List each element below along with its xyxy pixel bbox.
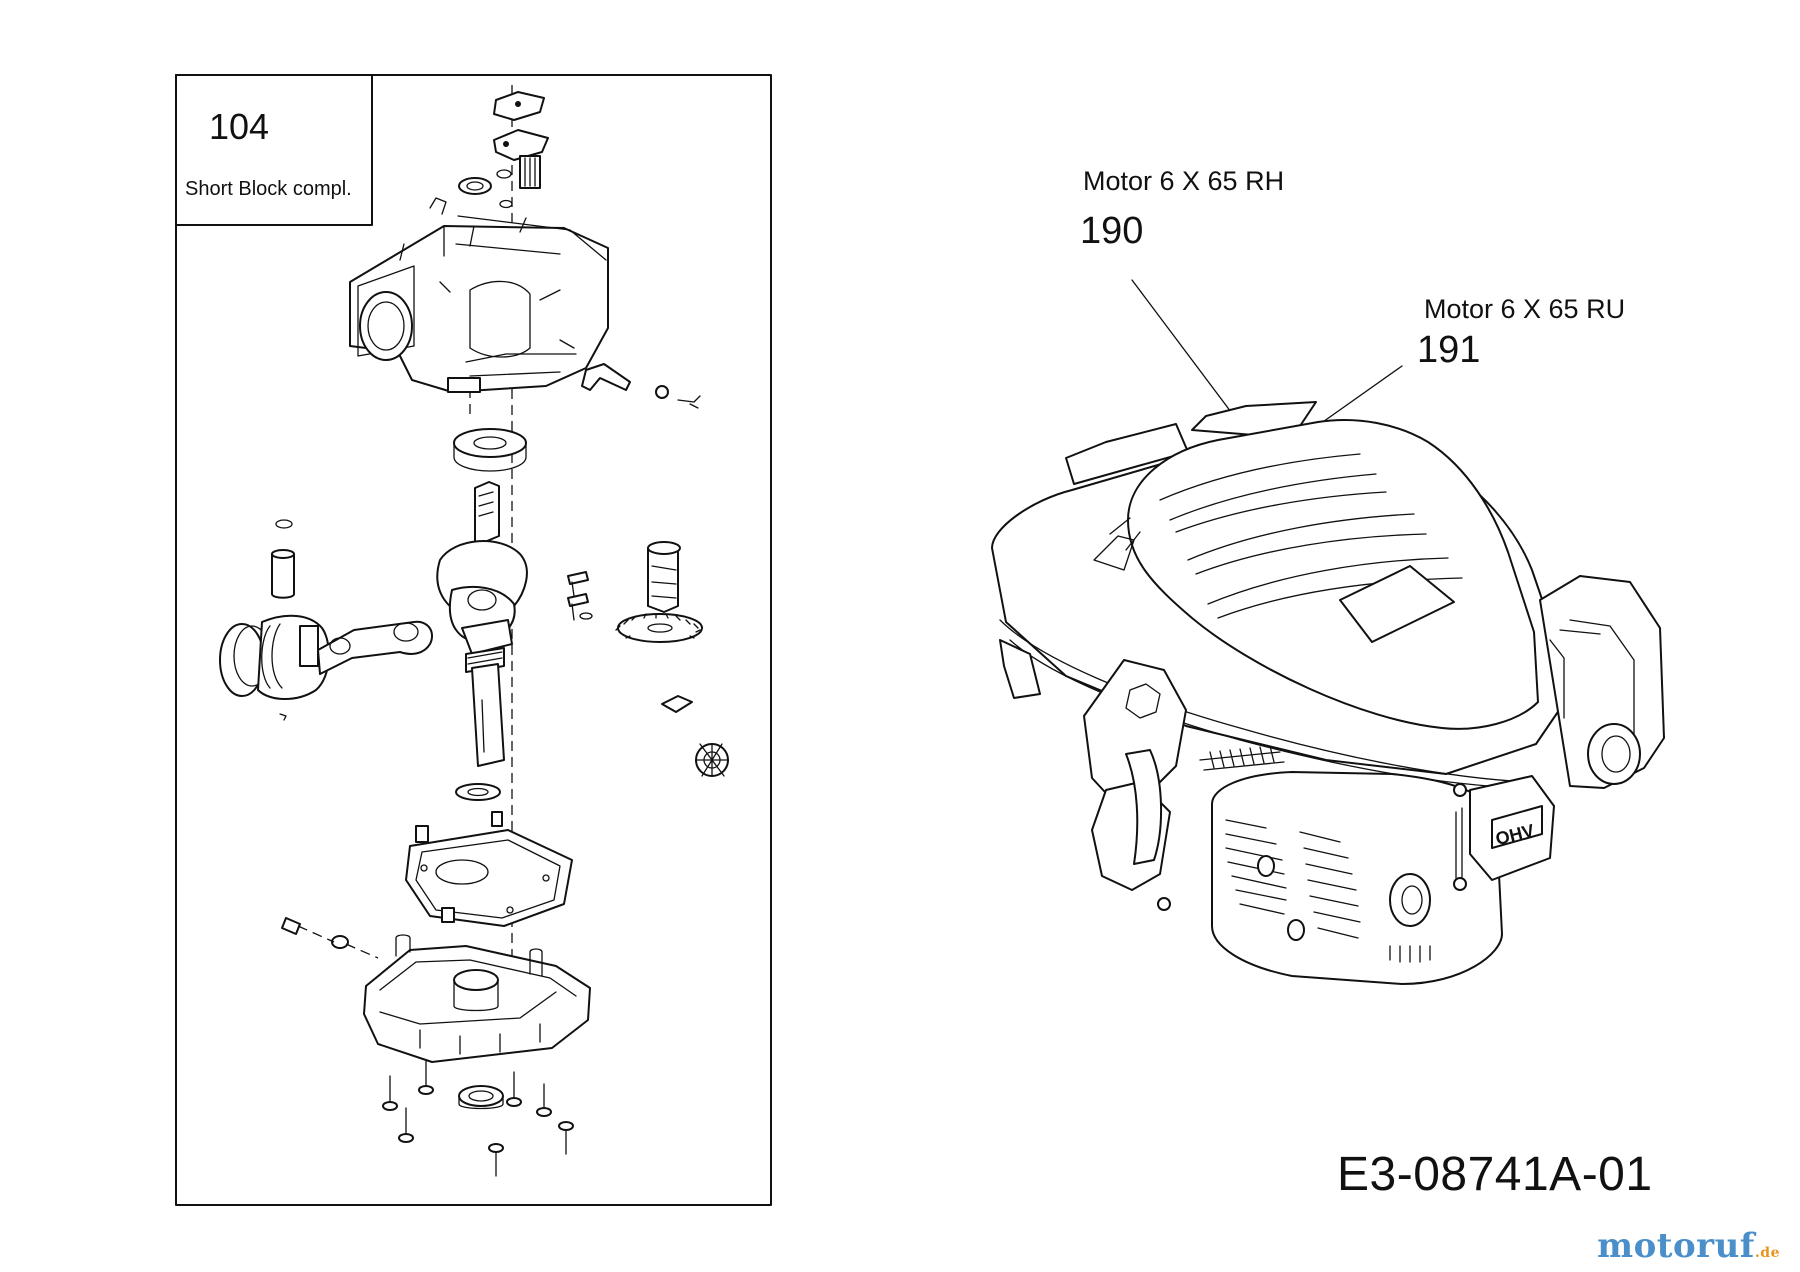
short-block-ref-number: 104 [209,106,270,147]
callout-190-ref-number: 190 [1080,210,1144,252]
assembled-engine: OHV [991,279,1665,985]
exploded-short-block [219,85,729,1177]
brand-watermark-part2: uf [1714,1226,1755,1266]
brand-watermark-part1: motor [1597,1226,1715,1266]
drawing-number: E3-08741A-01 [1337,1148,1653,1201]
short-block-frame [175,74,772,1206]
brand-watermark-domain: .de [1754,1245,1780,1261]
callout-190-title: Motor 6 X 65 RH [1083,166,1285,196]
brand-watermark[interactable]: motoruf.de [1597,1226,1780,1266]
short-block-title: Short Block compl. [185,178,352,200]
callout-191-ref-number: 191 [1417,329,1481,371]
short-block-label-box [175,74,373,226]
callout-191-title: Motor 6 X 65 RU [1424,294,1626,324]
